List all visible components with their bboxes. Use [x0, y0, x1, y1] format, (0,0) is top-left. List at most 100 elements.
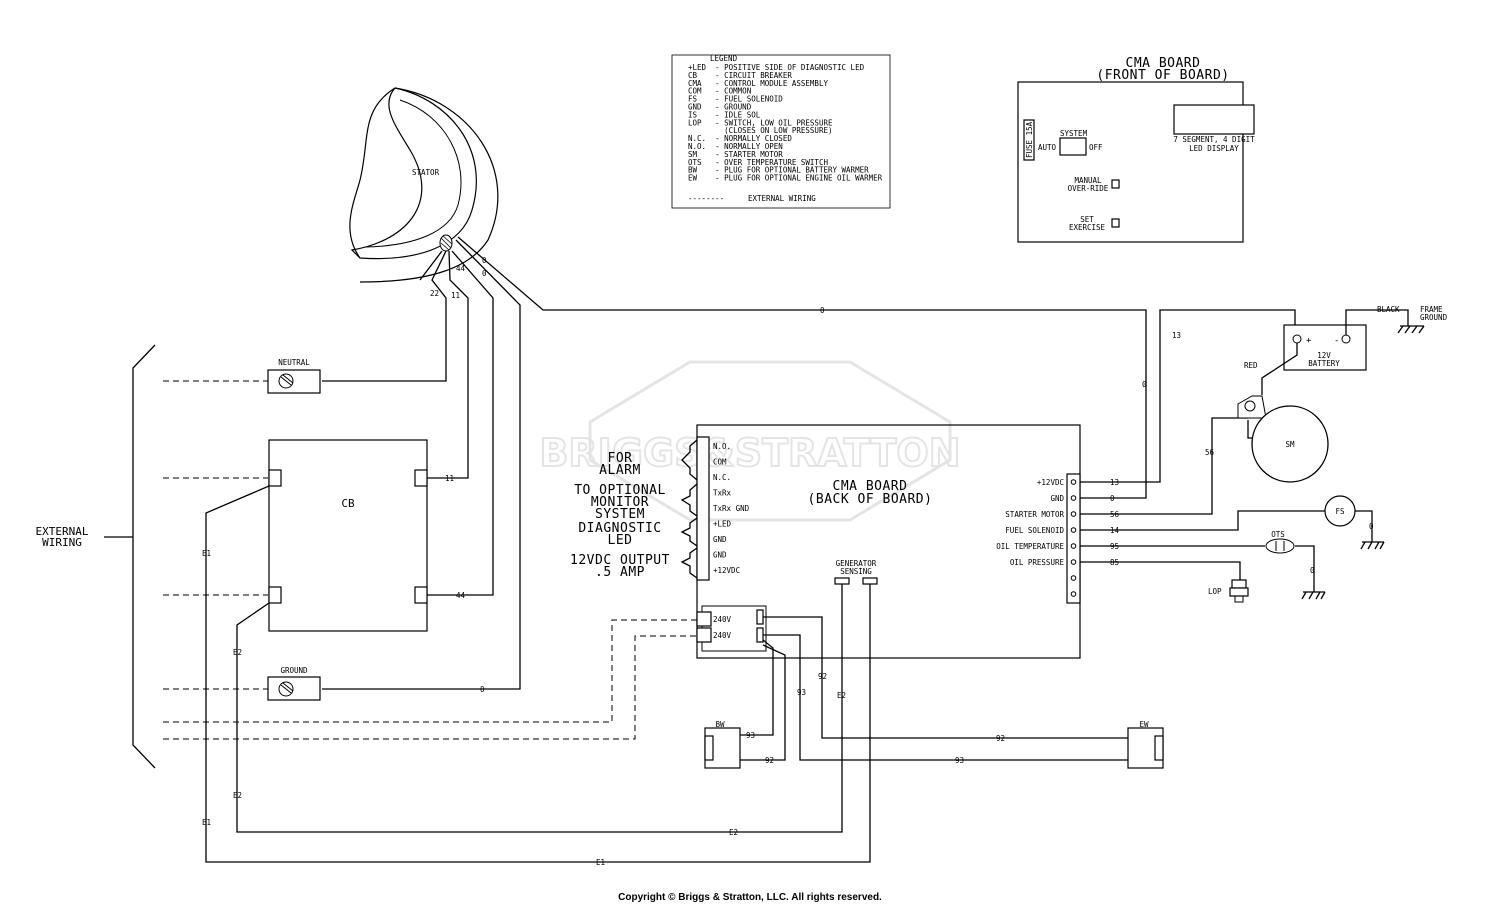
battery: + - 12V BATTERY BLACK FRAME GROUND RED	[1244, 305, 1448, 395]
right-wiring: 13 56	[1080, 309, 1373, 592]
manual-label-1: MANUAL	[1074, 176, 1102, 185]
display-label-1: 7 SEGMENT, 4 DIGIT	[1173, 135, 1255, 144]
ots-ground-wire: 0	[1310, 566, 1315, 575]
wire-93-bw: 93	[746, 731, 755, 740]
monitor-label-2: MONITOR	[591, 495, 649, 510]
legend-title: LEGEND	[710, 54, 738, 63]
legend-entry: N.C. - NORMALLY CLOSED	[688, 134, 792, 143]
circuit-breaker: CB	[268, 439, 428, 632]
legend-entry: N.O. - NORMALLY OPEN	[688, 142, 783, 151]
e2-label-c: E2	[729, 828, 738, 837]
legend: LEGEND +LED - POSITIVE SIDE OF DIAGNOSTI…	[671, 54, 891, 209]
frame-ground-1: FRAME	[1420, 305, 1443, 314]
terminal-screw	[1070, 511, 1077, 517]
left-terminal-label: TxRx GND	[713, 504, 750, 513]
ew-plug: EW	[1127, 720, 1164, 769]
terminal-screw	[1070, 559, 1077, 565]
fs-label: FS	[1335, 507, 1345, 516]
wire-44: 44	[456, 591, 466, 600]
legend-external-wiring: EXTERNAL WIRING	[748, 194, 816, 203]
wire-92-ew: 92	[996, 734, 1005, 743]
right-terminal-label: OIL PRESSURE	[1010, 558, 1065, 567]
stator-leads: 22 11 44 0 0 0 0 11 44 0	[322, 236, 1147, 694]
monitor-label-3: SYSTEM	[595, 507, 645, 522]
legend-entry: OTS - OVER TEMPERATURE SWITCH	[688, 158, 828, 167]
e1-label-b: E1	[202, 818, 211, 827]
left-terminal-label: N.O.	[713, 442, 731, 451]
right-terminal-label: STARTER MOTOR	[1005, 510, 1064, 519]
wire-56-v: 56	[1205, 448, 1215, 457]
terminal-screw	[1070, 495, 1077, 501]
copyright: Copyright © Briggs & Stratton, LLC. All …	[618, 892, 882, 903]
legend-entry: FS - FUEL SOLENOID	[688, 95, 783, 104]
set-label-2: EXERCISE	[1069, 223, 1106, 232]
left-terminal-label: GND	[713, 535, 727, 544]
wire-0-ground: 0	[480, 685, 485, 694]
left-terminal-label: COM	[713, 458, 727, 467]
neutral-label: NEUTRAL	[278, 358, 310, 367]
legend-entry: EW - PLUG FOR OPTIONAL ENGINE OIL WARMER	[688, 174, 883, 183]
set-exercise-button	[1111, 218, 1120, 228]
left-terminal-label: +LED	[713, 520, 732, 529]
sm-label: SM	[1285, 440, 1295, 449]
output-label-2: .5 AMP	[595, 565, 645, 580]
left-terminal-label: TxRx	[713, 489, 732, 498]
legend-entry: +LED - POSITIVE SIDE OF DIAGNOSTIC LED	[688, 63, 865, 72]
e2-label-a: E2	[233, 648, 242, 657]
system-switch	[1059, 137, 1087, 156]
legend-entry: BW - PLUG FOR OPTIONAL BATTERY WARMER	[688, 166, 869, 175]
right-wire-number: 0	[1110, 494, 1115, 503]
wire-93-v: 93	[797, 688, 806, 697]
wire-11: 11	[445, 474, 454, 483]
alarm-label-1: FOR	[608, 451, 633, 466]
v240-a: 240V	[713, 615, 732, 624]
battery-red: RED	[1244, 361, 1258, 370]
front-board-title-1: CMA BOARD	[1126, 56, 1201, 71]
e2-label-d: E2	[837, 691, 846, 700]
e1-label-c: E1	[596, 858, 605, 867]
display-label-2: LED DISPLAY	[1189, 144, 1239, 153]
battery-label-2: BATTERY	[1308, 359, 1340, 368]
ots-label: OTS	[1271, 530, 1285, 539]
left-terminal-label: +12VDC	[713, 566, 740, 575]
legend-entry: (CLOSES ON LOW PRESSURE)	[688, 126, 833, 135]
watermark-text: BRIGGS&STRATTON	[539, 431, 960, 475]
fs-ground-wire: 0	[1369, 522, 1374, 531]
wire-11-top: 11	[451, 291, 460, 300]
bw-plug: BW	[704, 720, 741, 769]
ots-switch: OTS 0	[1265, 530, 1326, 600]
front-board-title-2: (FRONT OF BOARD)	[1096, 68, 1229, 83]
terminal-screw	[1070, 543, 1077, 549]
fuse-label: FUSE 15A	[1025, 121, 1034, 158]
battery-plus: +	[1306, 336, 1312, 346]
starter-motor: SM	[1237, 395, 1329, 483]
legend-dash-sample: --------	[688, 194, 724, 203]
wire-0-d: 0	[1142, 380, 1147, 389]
led-display	[1173, 104, 1255, 135]
battery-label-1: 12V	[1317, 351, 1331, 360]
generator-sensing-2: SENSING	[840, 567, 872, 576]
manual-label-2: OVER-RIDE	[1068, 184, 1109, 193]
ground-label: GROUND	[280, 666, 308, 675]
wire-92-v: 92	[818, 672, 827, 681]
battery-minus: -	[1334, 336, 1339, 346]
side-labels: FOR ALARM TO OPTIONAL MONITOR SYSTEM DIA…	[570, 439, 698, 580]
wire-0-b: 0	[482, 269, 487, 278]
terminal-screw	[1070, 591, 1077, 597]
output-label-1: 12VDC OUTPUT	[570, 553, 670, 568]
off-label: OFF	[1089, 143, 1103, 152]
external-wiring: EXTERNAL WIRING	[36, 344, 697, 769]
legend-entry: GND - GROUND	[688, 103, 752, 112]
set-label-1: SET	[1080, 215, 1094, 224]
wire-92-bw: 92	[765, 756, 774, 765]
legend-entry: IS - IDLE SOL	[688, 110, 761, 119]
manual-override-button	[1111, 179, 1120, 189]
wire-0-a: 0	[482, 256, 487, 265]
legend-entries: +LED - POSITIVE SIDE OF DIAGNOSTIC LEDCB…	[688, 63, 883, 183]
watermark: BRIGGS&STRATTON	[538, 360, 962, 522]
external-wiring-label-2: WIRING	[42, 536, 82, 549]
e-wires: E1 E1 E1 E2 E2 E2 E2	[202, 485, 871, 867]
right-terminal-label: GND	[1050, 494, 1064, 503]
